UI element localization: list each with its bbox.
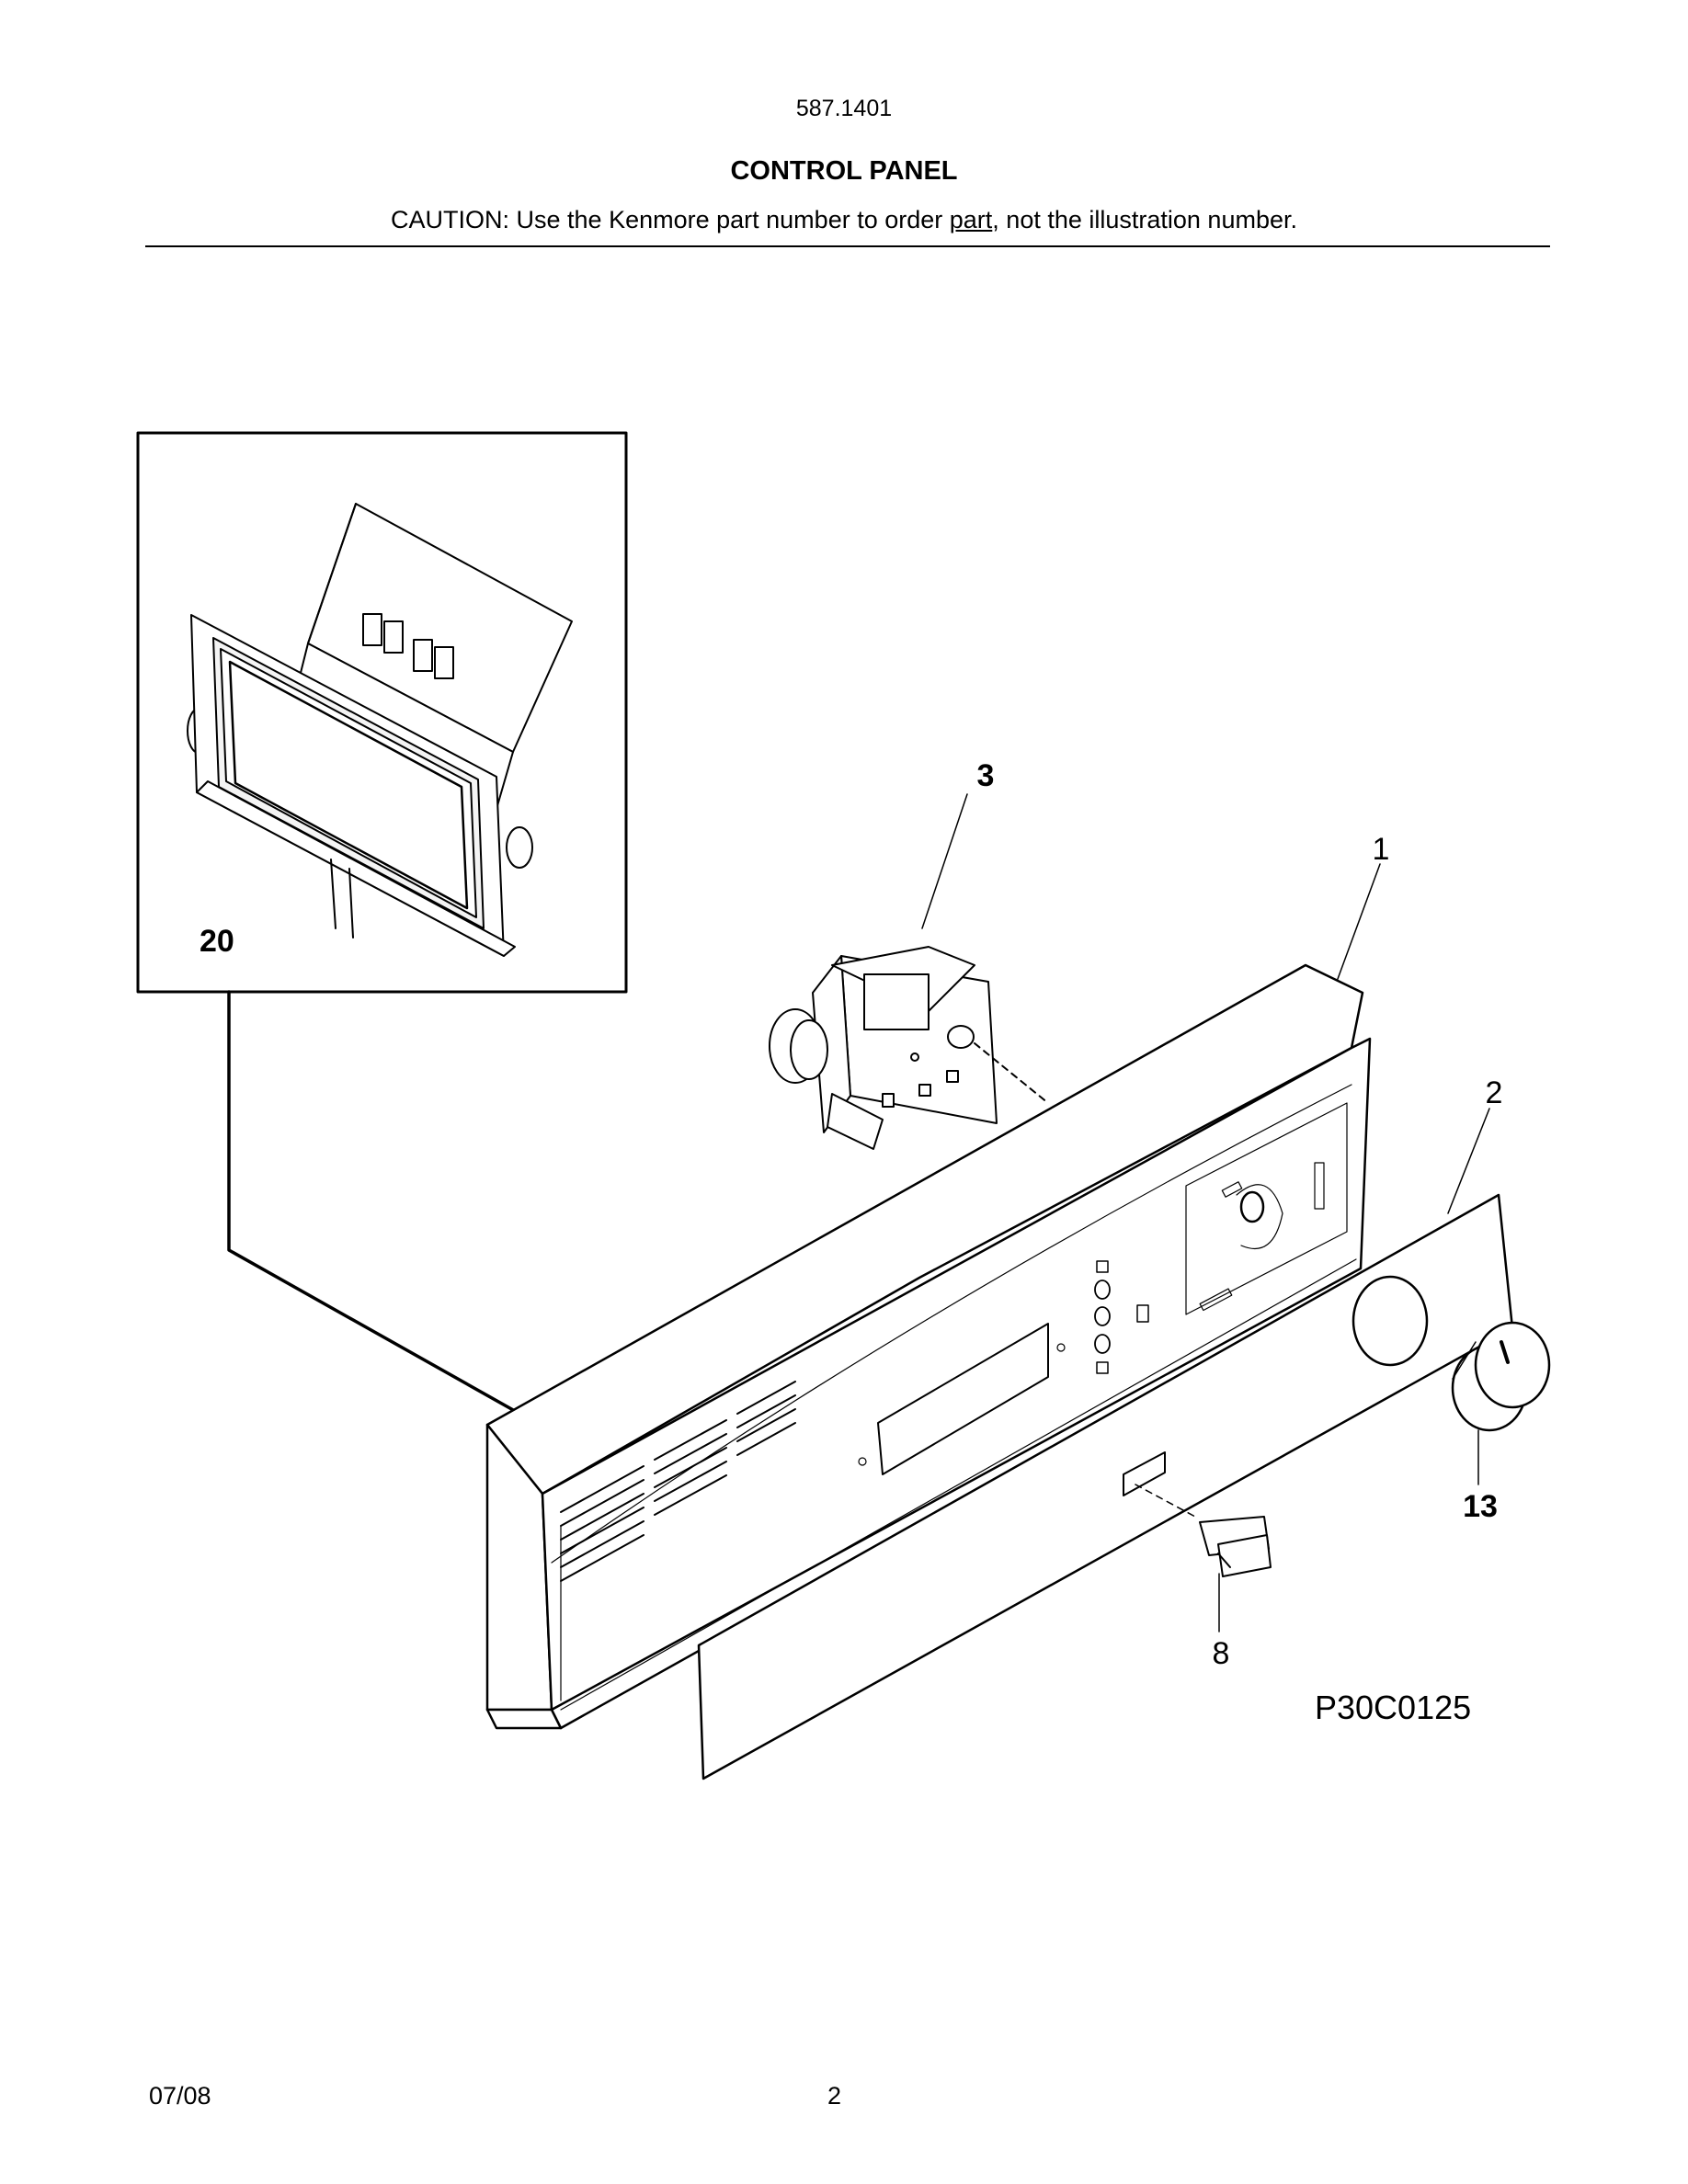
caution-text-end: , not the illustration number. xyxy=(992,206,1297,233)
housing-part-illustration xyxy=(187,503,573,957)
callout-8: 8 xyxy=(1213,1636,1230,1671)
page-title: CONTROL PANEL xyxy=(730,156,958,186)
caution-underlined-word: part xyxy=(949,206,993,233)
diagram-id: P30C0125 xyxy=(1315,1689,1471,1726)
page-number: 2 xyxy=(827,2082,842,2110)
control-panel-illustration xyxy=(485,963,1372,1730)
caution-text-start: CAUTION: Use the Kenmore part number to … xyxy=(391,206,950,233)
callout-20: 20 xyxy=(200,924,234,959)
inset-box xyxy=(136,431,628,1413)
header-rule xyxy=(145,245,1550,247)
footer-date: 07/08 xyxy=(149,2082,211,2110)
leader-lines xyxy=(921,793,1490,1632)
callout-3: 3 xyxy=(977,758,995,793)
rocker-switch-illustration xyxy=(1199,1516,1272,1577)
caution-note: CAUTION: Use the Kenmore part number to … xyxy=(0,206,1688,234)
knob-part-illustration xyxy=(1451,1321,1551,1432)
callout-2: 2 xyxy=(1486,1075,1503,1110)
timer-part-illustration xyxy=(769,946,1049,1150)
callout-1: 1 xyxy=(1373,832,1390,867)
model-number: 587.1401 xyxy=(795,96,893,121)
callout-13: 13 xyxy=(1463,1489,1498,1524)
overlay-panel-illustration xyxy=(697,1193,1514,1780)
